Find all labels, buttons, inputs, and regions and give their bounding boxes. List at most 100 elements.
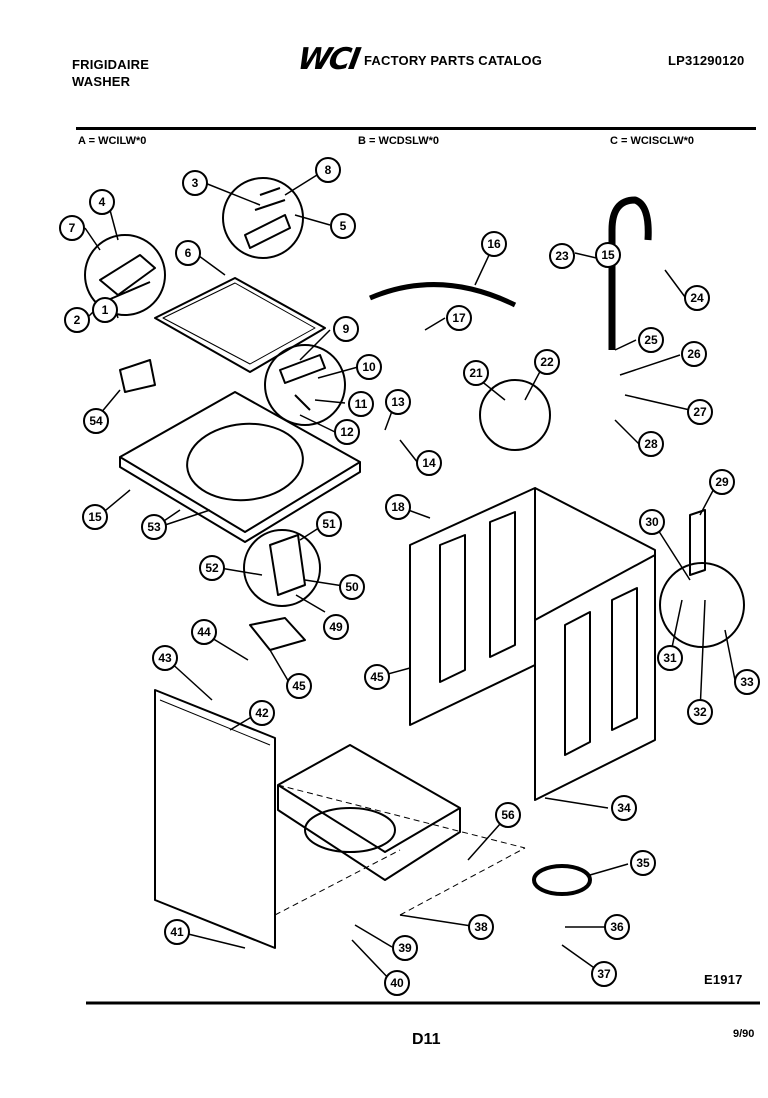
callout-c16: 16 [481, 231, 507, 257]
callout-circle [59, 215, 85, 241]
lid [154, 277, 326, 373]
figure-code: E1917 [704, 972, 743, 987]
callout-label: 17 [452, 311, 466, 325]
callout-label: 21 [469, 366, 483, 380]
callout-circle [638, 327, 664, 353]
model-c-legend: C = WCISCLW*0 [610, 135, 695, 147]
lid-gasket [119, 359, 156, 393]
callout-circle [92, 297, 118, 323]
model-a-legend: A = WCILW*0 [78, 135, 147, 147]
callout-circle [82, 504, 108, 530]
catalog-number: LP31290120 [668, 53, 745, 68]
callout-circle [316, 511, 342, 537]
callout-circle [591, 961, 617, 987]
callout-circle [495, 802, 521, 828]
callout-circle [463, 360, 489, 386]
callout-label: 8 [325, 163, 332, 177]
callout-c35: 35 [630, 850, 656, 876]
callout-circle [334, 419, 360, 445]
callout-circle [638, 431, 664, 457]
callout-c36: 36 [604, 914, 630, 940]
callout-label: 3 [192, 176, 199, 190]
callout-circle [639, 509, 665, 535]
callout-circle [333, 316, 359, 342]
callout-c40: 40 [384, 970, 410, 996]
callout-c42: 42 [249, 700, 275, 726]
callout-c7: 7 [59, 215, 85, 241]
callout-label: 5 [340, 219, 347, 233]
callout-label: 15 [601, 248, 615, 262]
base-hub [304, 807, 396, 853]
callout-c25: 25 [638, 327, 664, 353]
callout-c34: 34 [611, 795, 637, 821]
callout-circle [534, 349, 560, 375]
detail-circle-21-22 [479, 379, 551, 451]
product-name: WASHER [72, 74, 131, 89]
cabinet-rear-panel [534, 487, 656, 801]
callout-label: 11 [355, 397, 368, 411]
callout-circle [385, 389, 411, 415]
callout-circle [182, 170, 208, 196]
callout-circle [684, 285, 710, 311]
callout-label: 29 [715, 475, 729, 489]
callout-label: 45 [370, 670, 384, 684]
callout-circle [152, 645, 178, 671]
callout-label: 24 [690, 291, 704, 305]
callout-label: 2 [74, 313, 81, 327]
callout-c56: 56 [495, 802, 521, 828]
callout-label: 43 [158, 651, 172, 665]
callout-circle [249, 700, 275, 726]
callout-c6: 6 [175, 240, 201, 266]
callout-label: 45 [292, 679, 306, 693]
callout-label: 30 [645, 515, 659, 529]
callout-c11: 11 [348, 391, 374, 417]
base-frame [277, 744, 461, 853]
callout-c41: 41 [164, 919, 190, 945]
callout-c8: 8 [315, 157, 341, 183]
callout-c26: 26 [681, 341, 707, 367]
callout-c17: 17 [446, 305, 472, 331]
callout-circle [481, 231, 507, 257]
callout-label: 22 [540, 355, 554, 369]
callout-circle [89, 189, 115, 215]
detail-circle-lid-switch [264, 344, 346, 426]
callout-circle [199, 555, 225, 581]
callout-c45a: 45 [286, 673, 312, 699]
callout-circle [392, 935, 418, 961]
callout-label: 33 [740, 675, 754, 689]
front-panel [154, 689, 276, 949]
callout-label: 39 [398, 941, 412, 955]
callout-circle [734, 669, 760, 695]
callout-c22: 22 [534, 349, 560, 375]
callout-c18: 18 [385, 494, 411, 520]
bracket-45 [249, 617, 306, 651]
callout-circle [630, 850, 656, 876]
callout-label: 36 [610, 920, 624, 934]
callout-c24: 24 [684, 285, 710, 311]
callout-circle [339, 574, 365, 600]
callout-c3: 3 [182, 170, 208, 196]
callout-label: 53 [147, 520, 161, 534]
callout-c28: 28 [638, 431, 664, 457]
revision-date: 9/90 [733, 1028, 755, 1040]
callout-label: 4 [99, 195, 106, 209]
callout-circle [384, 970, 410, 996]
drain-hose [608, 196, 652, 350]
callout-circle [446, 305, 472, 331]
callout-label: 34 [617, 801, 631, 815]
callout-circle [83, 408, 109, 434]
callout-c4: 4 [89, 189, 115, 215]
callout-label: 26 [687, 347, 701, 361]
callout-label: 54 [89, 414, 103, 428]
ring-35 [532, 864, 592, 896]
brand-name: FRIGIDAIRE [72, 57, 150, 72]
callout-circle [64, 307, 90, 333]
callout-label: 44 [197, 625, 211, 639]
callout-c51: 51 [316, 511, 342, 537]
callout-c54: 54 [83, 408, 109, 434]
inlet-hose [369, 282, 517, 308]
callout-label: 18 [391, 500, 405, 514]
callout-label: 41 [170, 925, 184, 939]
detail-circle-30-33 [659, 562, 745, 648]
